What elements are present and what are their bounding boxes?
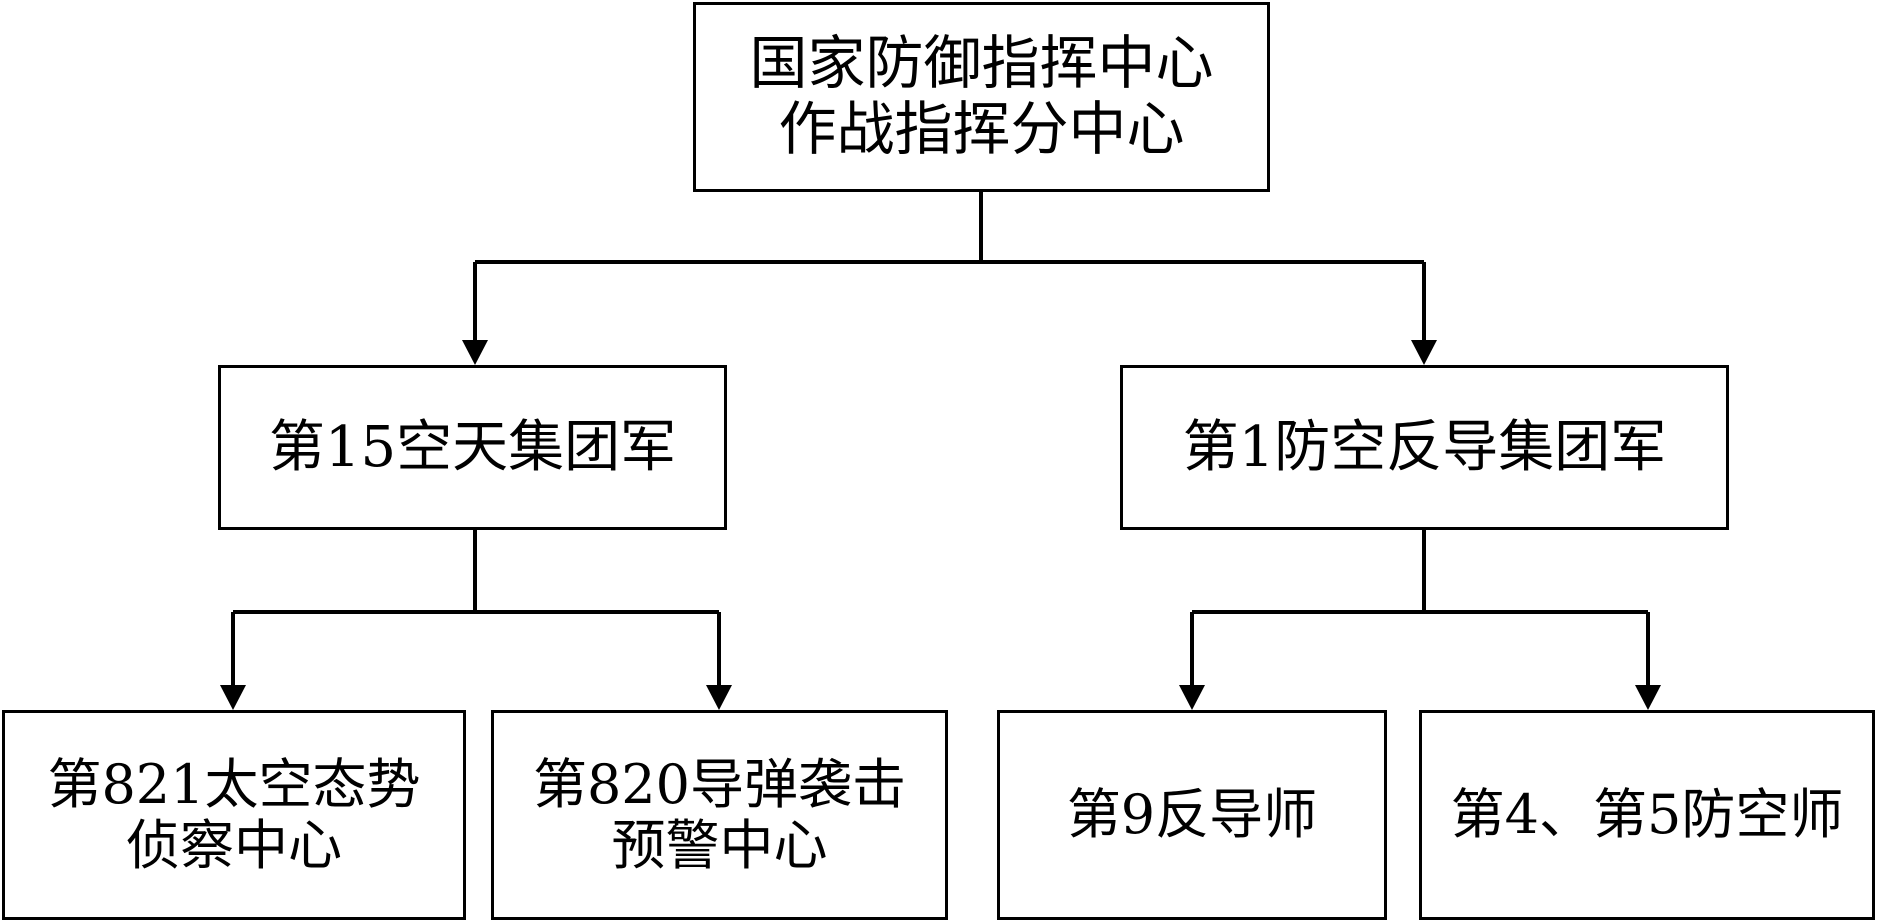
node-rl-line-1: 第9反导师: [1066, 783, 1318, 847]
node-4th-5th-air-defense-divisions: 第4、第5防空师: [1419, 710, 1875, 920]
node-ll-line-2: 侦察中心: [126, 814, 342, 877]
node-820th-missile-warning-center: 第820导弹袭击 预警中心: [491, 710, 948, 920]
node-root-line-2: 作战指挥分中心: [778, 95, 1185, 163]
node-national-defense-command-center: 国家防御指挥中心 作战指挥分中心: [693, 2, 1270, 192]
node-lr-line-2: 预警中心: [611, 814, 828, 877]
arrowhead-right-child-2: [1635, 685, 1661, 710]
node-ll-line-1: 第821太空态势: [47, 752, 421, 816]
connector-root-split: [475, 192, 1424, 264]
node-9th-missile-defense-division: 第9反导师: [997, 710, 1387, 920]
arrowhead-left-child-1: [220, 685, 246, 710]
connector-right-split: [1192, 530, 1648, 614]
node-lr-line-1: 第820导弹袭击: [532, 752, 907, 816]
node-root-line-1: 国家防御指挥中心: [749, 29, 1214, 98]
arrowhead-right-child-1: [1179, 685, 1205, 710]
arrowhead-left-group: [462, 340, 488, 365]
node-821st-space-surveillance-center: 第821太空态势 侦察中心: [2, 710, 466, 920]
arrowhead-left-child-2: [706, 685, 732, 710]
node-1st-air-missile-defense-army: 第1防空反导集团军: [1120, 365, 1729, 530]
node-left-label: 第15空天集团军: [268, 414, 677, 480]
connector-left-split: [233, 530, 719, 614]
arrowhead-right-group: [1411, 340, 1437, 365]
node-15th-aerospace-army: 第15空天集团军: [218, 365, 727, 530]
node-right-label: 第1防空反导集团军: [1182, 414, 1667, 480]
node-rr-line-1: 第4、第5防空师: [1450, 783, 1844, 847]
